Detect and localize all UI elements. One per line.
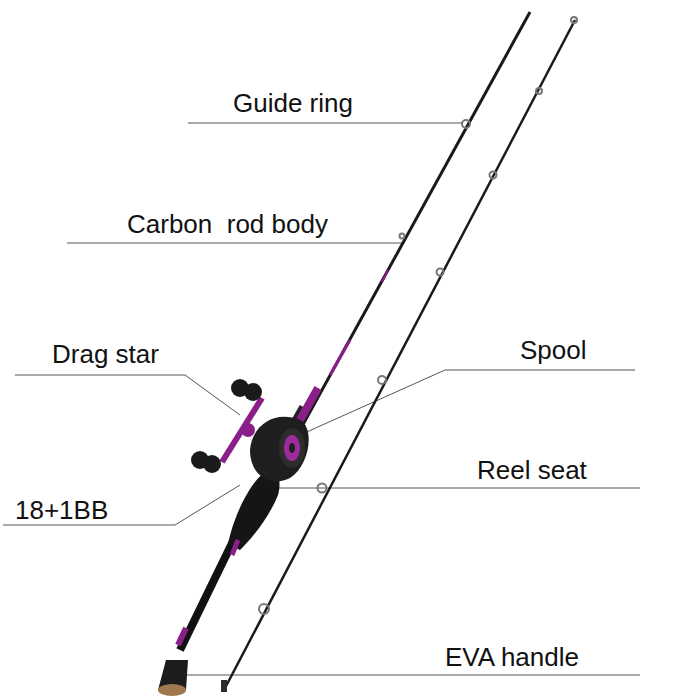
main-rod [158, 12, 530, 696]
part-label: 18+1BB [15, 495, 108, 525]
baitcasting-reel [191, 379, 309, 481]
part-label: Reel seat [477, 455, 587, 485]
part-label: Spool [520, 335, 587, 365]
part-label: Carbon rod body [127, 209, 328, 239]
leader-lines [3, 123, 640, 675]
part-label: Guide ring [233, 88, 353, 118]
part-label: Drag star [52, 339, 159, 369]
part-label: EVA handle [445, 642, 579, 672]
